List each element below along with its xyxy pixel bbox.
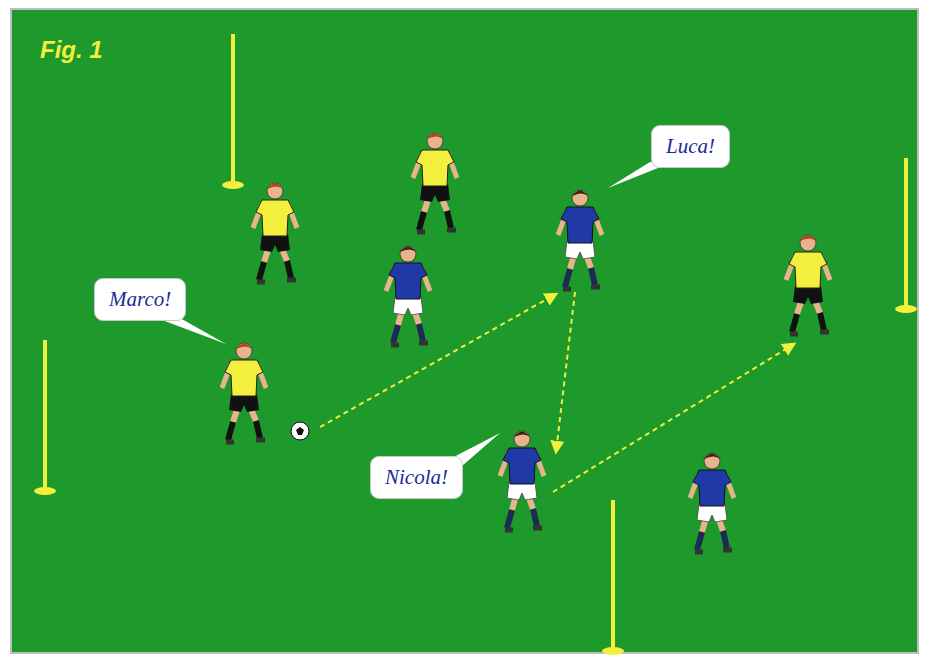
- pass-arrow: [320, 294, 556, 427]
- pole: [34, 340, 56, 495]
- blue-player: [500, 431, 544, 530]
- called-name: Marco!: [109, 287, 171, 311]
- bubble-tail: [162, 318, 226, 344]
- called-name: Luca!: [666, 134, 715, 158]
- pass-arrow: [553, 344, 794, 492]
- speech-bubble: Marco!: [94, 278, 186, 321]
- yellow-player: [413, 133, 457, 232]
- yellow-player: [786, 235, 830, 334]
- pole: [602, 500, 624, 655]
- blue-player: [386, 246, 430, 345]
- pole: [222, 34, 244, 189]
- called-name: Nicola!: [385, 465, 448, 489]
- yellow-player: [222, 343, 266, 442]
- yellow-player: [253, 183, 297, 282]
- pitch: [11, 9, 918, 653]
- speech-bubble: Nicola!: [370, 456, 463, 499]
- figure-label: Fig. 1: [40, 36, 103, 64]
- pole: [895, 158, 917, 313]
- pass-arrow: [556, 292, 575, 452]
- blue-player: [690, 453, 734, 552]
- blue-player: [558, 190, 602, 289]
- speech-bubble: Luca!: [651, 125, 730, 168]
- ball: [291, 422, 309, 440]
